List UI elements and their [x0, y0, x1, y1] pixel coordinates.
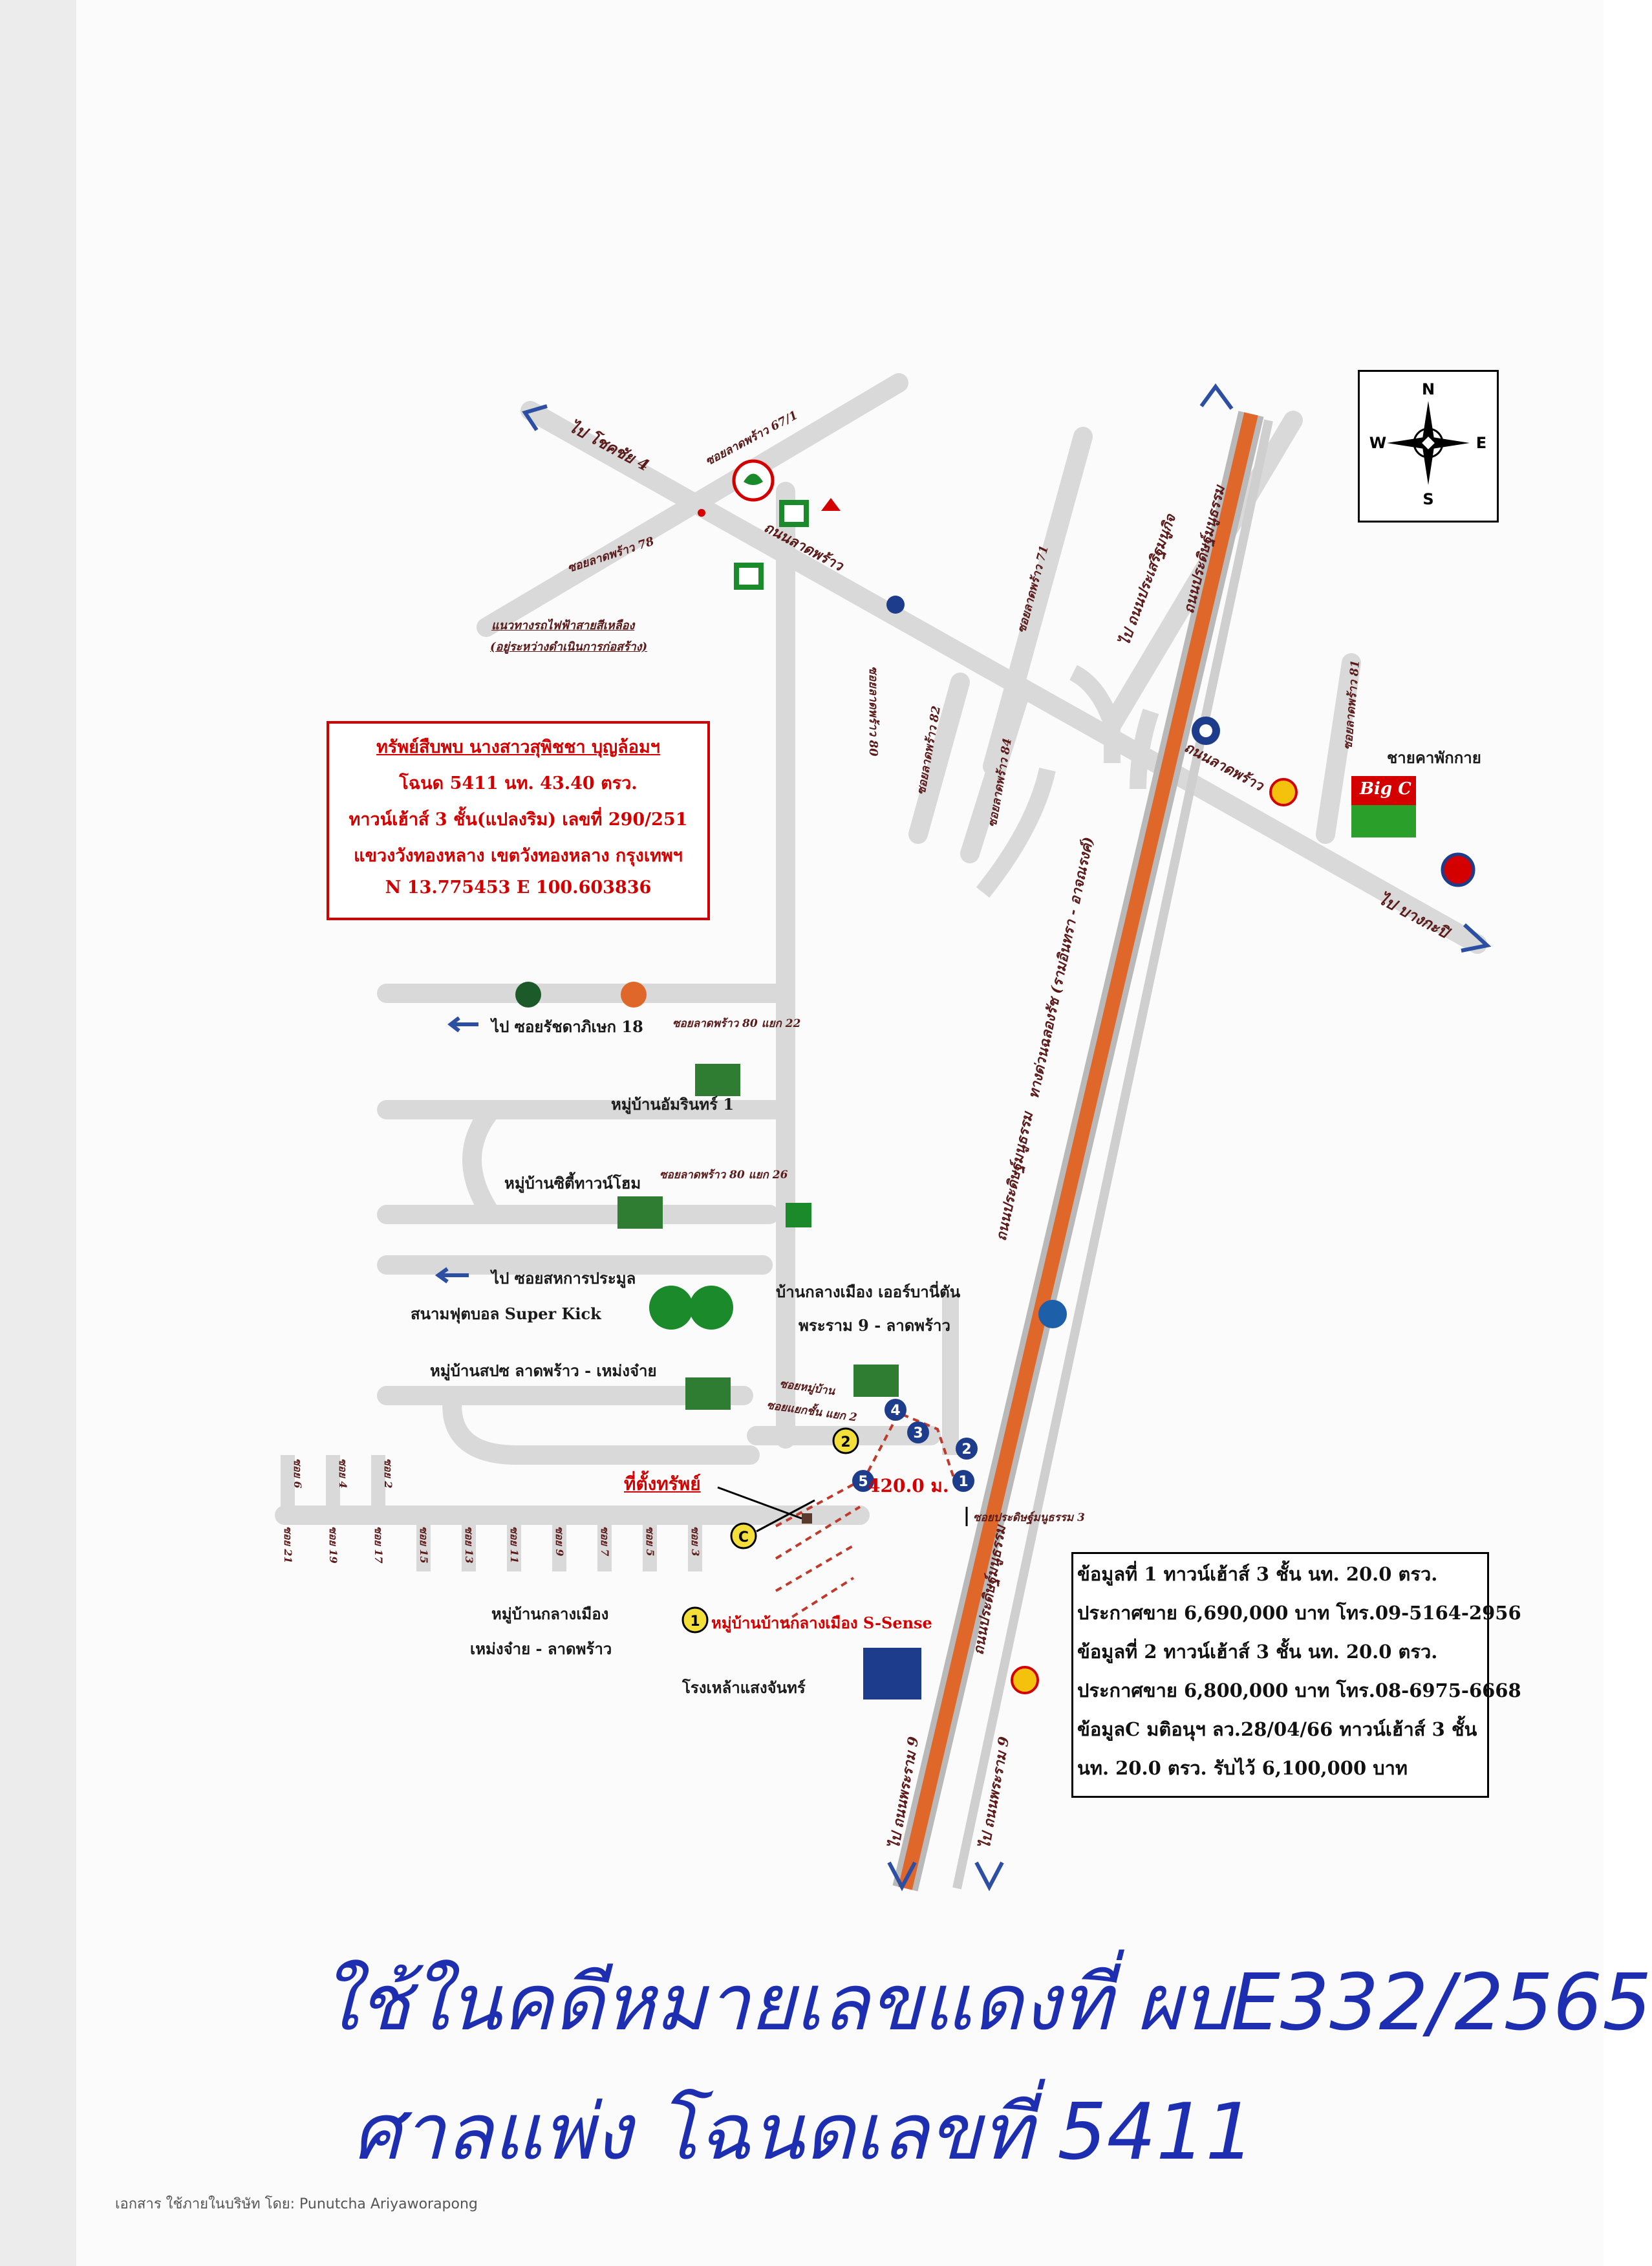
soi-7: ซอย 7 — [599, 1526, 611, 1557]
compass-n: N — [1422, 380, 1435, 398]
soi-6: ซอย 6 — [292, 1458, 304, 1489]
route-markers: 1 2 3 4 5 1 2 C — [681, 596, 978, 1634]
property-location: แขวงวังทองหลาง เขตวังทองหลาง กรุงเทพฯ — [354, 846, 683, 866]
label-klang-muang-village: หมู่บ้านกลางเมือง — [491, 1604, 609, 1623]
yellow-line-note-2: (อยู่ระหว่างดำเนินการก่อสร้าง) — [490, 640, 648, 654]
handwritten-line-2: ศาลแพ่ง โฉนดเลขที่ 5411 — [352, 2088, 1255, 2177]
property-info-box: ทรัพย์สืบพบ นางสาวสุพิชชา บุญล้อมฯ โฉนด … — [327, 721, 710, 920]
label-soi-ladprao-78: ซอยลาดพร้าว 78 — [566, 535, 656, 576]
route-marker-1: 1 — [958, 1474, 968, 1490]
soi-17: ซอย 17 — [372, 1526, 385, 1564]
map-canvas: 1 2 3 4 5 1 2 C ไป โชคชัย 4 ซอยลาดพร้าว … — [275, 373, 1492, 1892]
property-type: ทาวน์เฮ้าส์ 3 ชั้น(แปลงริม) เลขที่ 290/2… — [349, 810, 688, 830]
compass-s: S — [1422, 490, 1433, 508]
handwritten-line-1: ใช้ในคดีหมายเลขแดงที่ ผบE332/2565 — [320, 1958, 1652, 2048]
label-to-ratchada: ไป ซอยรัชดาภิเษก 18 — [491, 1017, 643, 1036]
label-distance: 420.0 ม. — [868, 1475, 949, 1496]
marker-1: 1 — [690, 1613, 700, 1630]
soi-3: ซอย 3 — [689, 1526, 702, 1557]
leader-lines — [717, 1486, 968, 1533]
info-line-3: ข้อมูลที่ 2 ทาวน์เฮ้าส์ 3 ชั้น นท. 20.0 … — [1077, 1641, 1438, 1663]
label-village-city-home: หมู่บ้านซิตี้ทาวน์โฮม — [504, 1174, 641, 1192]
marker-2: 2 — [841, 1434, 850, 1451]
soi-4: ซอย 4 — [337, 1458, 349, 1489]
label-to-sahakarn: ไป ซอยสหการประมูล — [491, 1269, 636, 1288]
label-soi-80-yaek-22: ซอยลาดพร้าว 80 แยก 22 — [672, 1017, 801, 1030]
route-marker-5: 5 — [858, 1474, 868, 1490]
soi-5: ซอย 5 — [644, 1526, 656, 1557]
label-big-c: Big C — [1360, 779, 1411, 799]
marker-c: C — [738, 1529, 749, 1546]
sois-lines — [281, 1455, 702, 1571]
property-title: ทรัพย์สืบพบ นางสาวสุพิชชา บุญล้อมฯ — [376, 737, 660, 757]
info-line-5: ข้อมูลC มติอนุฯ ลว.28/04/66 ทาวน์เฮ้าส์ … — [1077, 1718, 1477, 1740]
label-mengjai-ladprao: เหม่งจ๋าย - ลาดพร้าว — [470, 1639, 612, 1658]
route-marker-4: 4 — [890, 1403, 900, 1419]
arrows — [434, 383, 1492, 1892]
soi-19: ซอย 19 — [327, 1526, 339, 1564]
label-village-1: หมู่บ้านอัมรินทร์ 1 — [611, 1095, 735, 1114]
label-s-sense: หมู่บ้านบ้านกลางเมือง S-Sense — [711, 1613, 932, 1632]
comparable-info-box: ข้อมูลที่ 1 ทาวน์เฮ้าส์ 3 ชั้น นท. 20.0 … — [1071, 1552, 1521, 1798]
route-lines — [775, 1411, 958, 1624]
label-ban-klang-muang: บ้านกลางเมือง เออร์บานี่ตัน — [776, 1282, 961, 1301]
soi-21: ซอย 21 — [282, 1526, 294, 1564]
label-village-sap: หมู่บ้านสปซ ลาดพร้าว - เหม่งจ๋าย — [430, 1361, 657, 1380]
route-marker-3: 3 — [913, 1425, 923, 1441]
label-soi-80-yaek-26: ซอยลาดพร้าว 80 แยก 26 — [660, 1169, 788, 1182]
info-line-2: ประกาศขาย 6,690,000 บาท โทร.09-5164-2956 — [1077, 1602, 1521, 1624]
compass-e: E — [1476, 434, 1486, 452]
label-rama9-ladprao: พระราม 9 - ลาดพร้าว — [799, 1316, 950, 1335]
label-property-location: ที่ตั้งทรัพย์ — [624, 1473, 701, 1494]
compass-w: W — [1369, 434, 1386, 452]
label-prasert-road-mid: ถนนประดิษฐ์มนูธรรม — [992, 1110, 1037, 1243]
footer-text: เอกสาร ใช้ภายในบริษัท โดย: Punutcha Ariy… — [115, 2196, 478, 2212]
label-football: สนามฟุตบอล Super Kick — [411, 1304, 601, 1323]
info-line-4: ประกาศขาย 6,800,000 บาท โทร.08-6975-6668 — [1077, 1679, 1521, 1701]
label-shopping: ชายคาพักกาย — [1387, 748, 1481, 767]
road-connectors — [942, 665, 1159, 1455]
info-line-6: นท. 20.0 ตรว. รับไว้ 6,100,000 บาท — [1077, 1757, 1408, 1779]
label-saengchan: โรงเหล้าแสงจันทร์ — [682, 1678, 806, 1697]
expressway — [892, 411, 1273, 1892]
label-soi-ladprao-80: ซอยลาดพร้าว 80 — [866, 666, 880, 757]
route-marker-2: 2 — [961, 1441, 971, 1458]
scan-edge — [0, 0, 76, 2266]
landmark-icons — [515, 459, 1475, 1700]
soi-2: ซอย 2 — [382, 1458, 394, 1489]
info-line-1: ข้อมูลที่ 1 ทาวน์เฮ้าส์ 3 ชั้น นท. 20.0 … — [1077, 1563, 1438, 1585]
property-coords: N 13.775453 E 100.603836 — [385, 878, 652, 898]
road-ladprao — [275, 373, 1487, 1525]
soi-11: ซอย 11 — [508, 1526, 520, 1564]
property-deed: โฉนด 5411 นท. 43.40 ตรว. — [399, 773, 638, 793]
soi-13: ซอย 13 — [463, 1526, 475, 1564]
soi-9: ซอย 9 — [553, 1526, 566, 1557]
compass: N S W E — [1358, 370, 1499, 523]
label-soi-pradit-3: ซอยประดิษฐ์มนูธรรม 3 — [973, 1511, 1085, 1525]
soi-15: ซอย 15 — [418, 1526, 430, 1564]
yellow-line-note: แนวทางรถไฟฟ้าสายสีเหลือง — [491, 619, 635, 632]
compass-icon: N S W E — [1369, 380, 1486, 508]
